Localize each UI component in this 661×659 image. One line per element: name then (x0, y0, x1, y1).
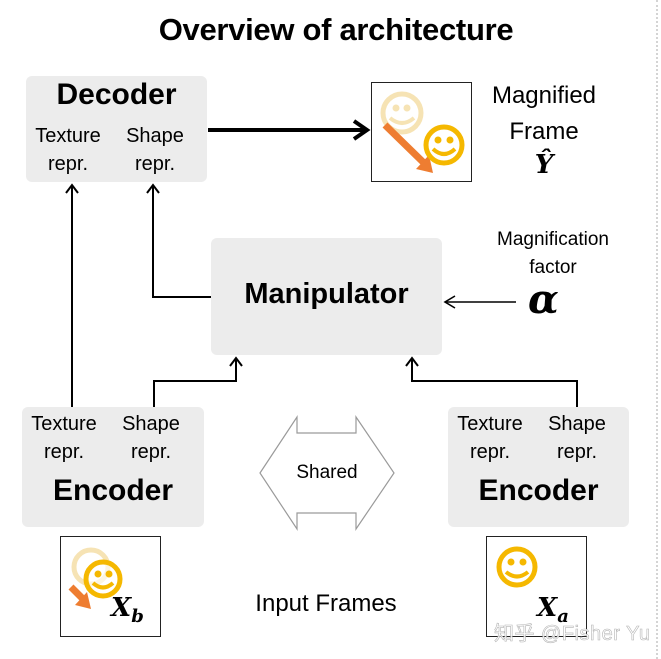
right-encoder-texture-repr: Texture repr. (457, 413, 523, 463)
decoder-box: Decoder Texture repr. Shape repr. (26, 76, 207, 182)
decoder-shape-repr: Shape repr. (126, 125, 184, 175)
magnification-factor-label: Magnification factor (497, 229, 609, 278)
manipulator-title: Manipulator (244, 278, 409, 310)
alpha-symbol: α (528, 276, 559, 323)
motion-arrow-icon (68, 584, 91, 609)
arrow-alpha-to-manipulator (443, 295, 516, 309)
input-frame-b-image: Xb (60, 536, 161, 637)
y-hat-symbol: Ŷ (534, 150, 554, 180)
right-encoder-box: Texture repr. Shape repr. Encoder (448, 407, 629, 527)
input-frame-a-image: Xa (486, 536, 587, 637)
left-encoder-texture-repr: Texture repr. (31, 413, 97, 463)
left-encoder-title: Encoder (52, 474, 174, 507)
watermark: 知乎 @Fisher Yu (494, 623, 651, 646)
decoder-title: Decoder (56, 78, 177, 111)
magnified-frame-image (371, 82, 472, 182)
arrow-right-encoder-to-manipulator (405, 356, 578, 407)
decoder-texture-repr: Texture repr. (35, 125, 101, 175)
motion-arrow-icon (382, 122, 433, 173)
shared-double-arrow (259, 415, 395, 531)
x-b-symbol: Xb (111, 593, 144, 628)
faded-smiley-icon (380, 91, 424, 135)
magnified-frame-label: Magnified Frame Ŷ (474, 78, 614, 180)
left-encoder-shape-repr: Shape repr. (122, 413, 180, 463)
left-encoder-box: Texture repr. Shape repr. Encoder (22, 407, 204, 527)
x-a-symbol: Xa (537, 593, 569, 628)
input-frames-label: Input Frames (255, 590, 397, 617)
arrow-manipulator-to-decoder (146, 183, 211, 298)
diagram-title: Overview of architecture (158, 12, 514, 47)
right-encoder-title: Encoder (478, 474, 599, 507)
page-edge-divider (656, 0, 658, 659)
arrow-decoder-to-output (208, 119, 371, 141)
smiley-icon (423, 124, 465, 166)
manipulator-box: Manipulator (211, 238, 442, 355)
shared-label: Shared (296, 462, 358, 483)
arrow-texture-to-decoder (65, 183, 79, 407)
right-encoder-shape-repr: Shape repr. (548, 413, 606, 463)
smiley-icon (83, 559, 123, 599)
smiley-icon (496, 546, 538, 588)
arrow-left-encoder-to-manipulator (153, 356, 243, 407)
